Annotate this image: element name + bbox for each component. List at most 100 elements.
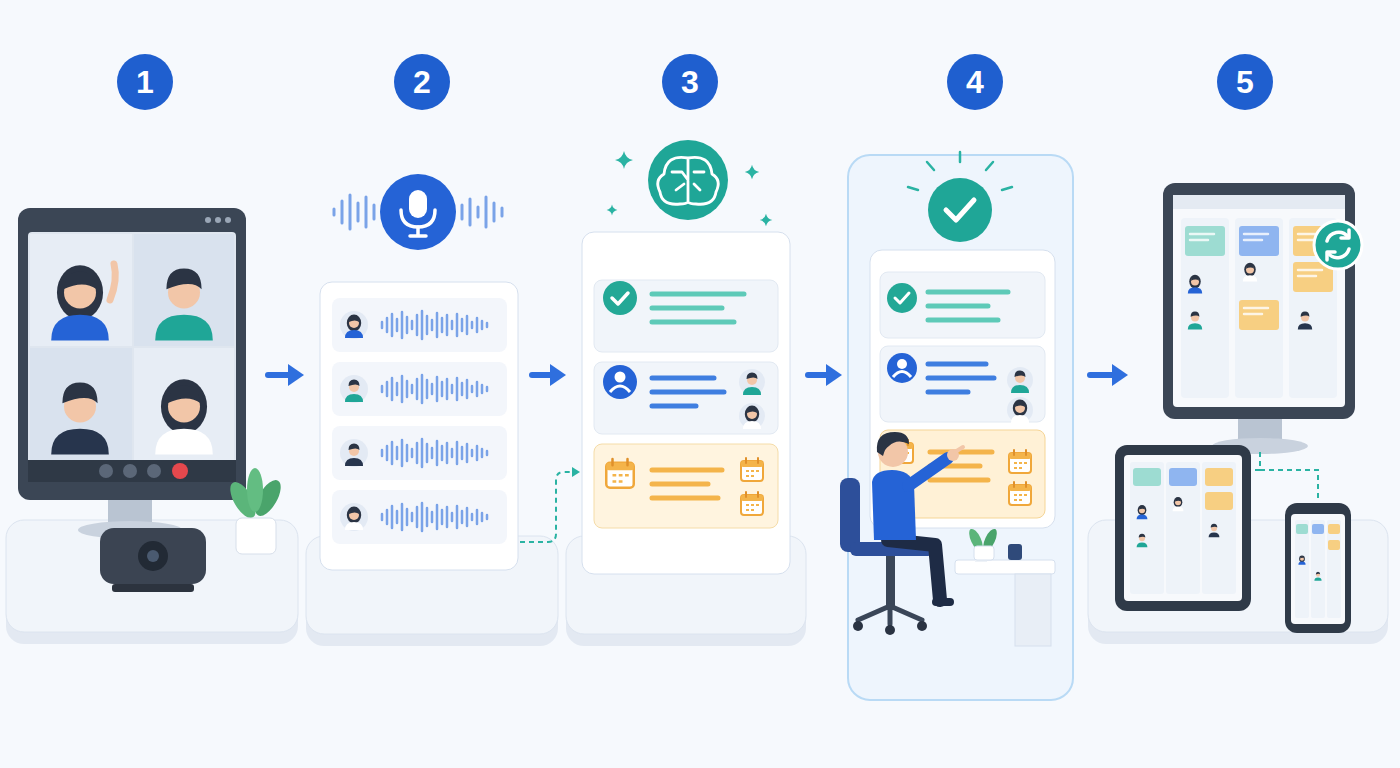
step-number: 5: [1217, 54, 1273, 110]
review-panel: [1007, 367, 1033, 393]
synced-devices: [1173, 497, 1184, 511]
webcam: [138, 541, 168, 571]
flow-arrows: [826, 364, 842, 386]
review-panel: [880, 272, 1045, 338]
video-call-monitor: [205, 217, 211, 223]
step-number: 3: [662, 54, 718, 110]
ai-summary-card: [741, 492, 763, 515]
ai-summary-card: [594, 444, 778, 528]
transcript-card: [334, 195, 374, 229]
step-number: 4: [947, 54, 1003, 110]
transcript-card: [320, 174, 518, 570]
ai-summary-card: [594, 280, 778, 352]
synced-devices: [1169, 468, 1197, 486]
reviewer-at-desk: [908, 458, 948, 486]
synced-devices: [1181, 218, 1229, 398]
ai-summary-card: [606, 459, 634, 488]
video-call-monitor: [30, 348, 132, 460]
synced-devices: [1124, 455, 1242, 601]
synced-devices: [1185, 226, 1225, 256]
transcript-card: [401, 210, 435, 227]
synced-devices: [1239, 226, 1279, 256]
transcript-card: [345, 507, 363, 531]
step-circle-fill: [394, 54, 450, 110]
video-call-monitor: [18, 208, 246, 539]
synced-devices: [1130, 462, 1164, 594]
review-panel: [928, 178, 992, 242]
video-call-monitor: [51, 382, 109, 454]
synced-devices: [1239, 300, 1279, 330]
review-panel: [887, 353, 917, 383]
ai-summary-card: [743, 373, 761, 396]
flow-arrows: [550, 364, 566, 386]
reviewer-at-desk: [955, 560, 1055, 574]
ai-summary-card: [582, 140, 790, 574]
reviewer-at-desk: [974, 546, 994, 560]
flow-arrows: [532, 372, 552, 378]
review-panel: [1009, 450, 1031, 473]
transcript-card: [382, 311, 487, 339]
synced-devices: [1295, 520, 1309, 618]
step-number-circle: 5: [1217, 54, 1273, 110]
video-call-monitor: [215, 217, 221, 223]
synced-devices: [1327, 232, 1349, 257]
review-panel: [1011, 371, 1029, 394]
transcript-card: [340, 311, 368, 339]
synced-devices: [1291, 514, 1345, 624]
review-panel: [1007, 397, 1033, 423]
synced-devices: [1314, 572, 1321, 581]
video-call-monitor: [51, 265, 109, 340]
plant: [247, 468, 263, 512]
video-call-monitor: [99, 464, 113, 478]
step-circle-fill: [117, 54, 173, 110]
video-call-monitor: [172, 463, 188, 479]
webcam: [100, 528, 206, 584]
transcript-card: [382, 439, 487, 467]
synced-devices: [1312, 524, 1324, 534]
flow-arrows: [268, 372, 290, 378]
step-number: 1: [117, 54, 173, 110]
video-call-monitor: [28, 232, 236, 482]
ai-summary-card: [739, 369, 765, 395]
video-call-monitor: [225, 217, 231, 223]
transcript-card: [345, 380, 363, 403]
reviewer-at-desk: [917, 621, 927, 631]
reviewer-at-desk: [886, 556, 895, 606]
step-number-circle: 2: [394, 54, 450, 110]
step-circle-fill: [662, 54, 718, 110]
synced-devices: [1328, 524, 1340, 534]
video-call-monitor: [134, 234, 234, 346]
ai-summary-card: [652, 294, 744, 322]
step-circle-fill: [1217, 54, 1273, 110]
ai-summary-card: [760, 214, 773, 227]
synced-devices: [1115, 183, 1362, 633]
synced-devices: [1314, 221, 1362, 269]
ai-summary-card: [607, 205, 618, 216]
synced-devices: [1173, 195, 1345, 209]
synced-devices: [1188, 312, 1202, 330]
ai-summary-card: [658, 157, 719, 204]
ai-summary-card: [745, 165, 759, 179]
synced-devices: [1328, 540, 1340, 550]
webcam: [147, 550, 159, 562]
flow-arrows: [1090, 372, 1114, 378]
ai-summary-card: [582, 232, 790, 574]
ai-summary-card: [612, 293, 628, 304]
ai-summary-card: [652, 470, 722, 498]
review-panel: [946, 200, 974, 220]
synced-devices: [1188, 275, 1202, 294]
synced-devices: [1163, 183, 1355, 419]
synced-devices: [1298, 555, 1305, 564]
review-panel: [928, 292, 1008, 320]
transcript-card: [462, 197, 502, 227]
video-call-monitor: [155, 379, 213, 454]
plant: [225, 468, 286, 554]
dashed-link: [520, 472, 572, 542]
ai-summary-card: [652, 378, 724, 406]
transcript-card: [340, 375, 368, 403]
review-panel: [895, 293, 909, 303]
video-call-monitor: [134, 348, 234, 460]
reviewer-at-desk: [936, 598, 950, 606]
